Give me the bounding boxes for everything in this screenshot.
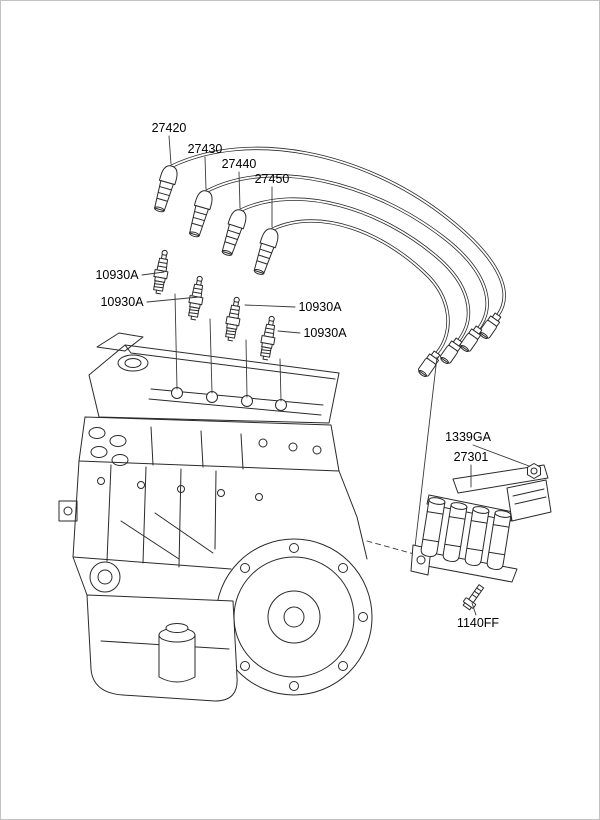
plug-guide-lines — [174, 293, 282, 402]
coil-tower-icon-4 — [485, 509, 512, 572]
nut-illustration-1339GA — [527, 463, 541, 479]
spark-plug-wire-4 — [271, 219, 450, 379]
part-label-10930A-4[interactable]: 10930A — [303, 326, 347, 340]
spark-plug-icon-1 — [150, 248, 173, 295]
wire-end-boot-icon — [438, 336, 465, 366]
part-label-1140FF[interactable]: 1140FF — [457, 616, 500, 630]
part-label-10930A-3[interactable]: 10930A — [298, 300, 342, 314]
leader-27420 — [168, 135, 172, 165]
spark-plug-icon-4 — [257, 314, 280, 361]
leader-10930A-2 — [146, 296, 200, 303]
wire-to-coil-leader — [414, 356, 438, 548]
spark-plug-wire-2 — [205, 174, 489, 354]
spark-plug-wires — [150, 146, 506, 379]
leader-1140FF — [471, 602, 477, 616]
leader-1339GA — [472, 444, 530, 467]
part-label-10930A-1[interactable]: 10930A — [95, 268, 139, 282]
spark-plug-wire-1 — [170, 146, 506, 341]
plug-boot-icon-3 — [218, 207, 250, 258]
leader-10930A-1 — [141, 271, 165, 276]
wire-end-boot-icon — [416, 349, 443, 379]
bolt-illustration-1140FF — [462, 584, 485, 611]
coil-tower-icon-1 — [419, 496, 446, 559]
part-label-27420[interactable]: 27420 — [152, 121, 187, 135]
plug-boot-icon-1 — [150, 163, 181, 215]
callouts: 27420 27430 27440 27450 10930A 10930A 10… — [95, 121, 530, 630]
wire-end-boot-icon — [458, 324, 485, 354]
coil-tower-icon-3 — [463, 505, 490, 568]
leader-10930A-3 — [244, 304, 296, 308]
part-label-10930A-2[interactable]: 10930A — [100, 295, 144, 309]
spark-plug-icon-3 — [222, 295, 245, 342]
leader-27430 — [204, 156, 207, 190]
part-label-27440[interactable]: 27440 — [222, 157, 257, 171]
part-label-27301[interactable]: 27301 — [454, 450, 489, 464]
coil-tower-icon-2 — [441, 501, 468, 564]
leader-10930A-4 — [277, 330, 301, 334]
part-label-1339GA[interactable]: 1339GA — [445, 430, 492, 444]
leader-27440 — [238, 171, 241, 209]
spark-plug-wire-3 — [239, 197, 471, 366]
ignition-coil-illustration — [410, 464, 552, 583]
part-label-27430[interactable]: 27430 — [188, 142, 223, 156]
plug-boot-icon-4 — [250, 226, 282, 277]
engine-illustration — [58, 332, 373, 702]
plug-boot-icon-2 — [185, 188, 216, 240]
part-label-27450[interactable]: 27450 — [255, 172, 290, 186]
